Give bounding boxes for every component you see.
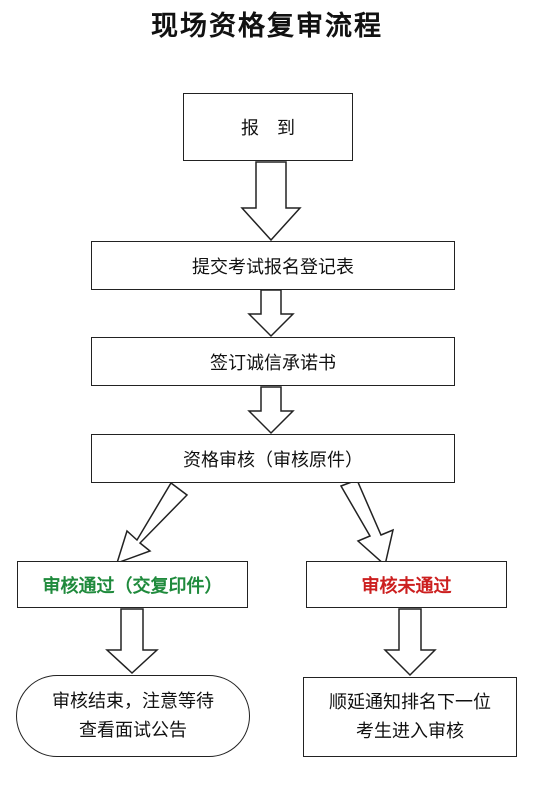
step-register: 报 到 xyxy=(183,93,353,161)
page-title: 现场资格复审流程 xyxy=(151,11,383,42)
arrow-down-3 xyxy=(247,386,295,435)
step-pass-label: 审核通过（交复印件） xyxy=(42,575,223,597)
step-review: 资格审核（审核原件） xyxy=(91,434,455,483)
step-fail: 审核未通过 xyxy=(306,561,507,608)
step-sign-pledge-label: 签订诚信承诺书 xyxy=(210,352,336,374)
arrow-down-2 xyxy=(247,289,295,338)
outcome-next: 顺延通知排名下一位 考生进入审核 xyxy=(303,677,517,757)
step-register-label: 报 到 xyxy=(241,118,295,139)
outcome-end: 审核结束，注意等待 查看面试公告 xyxy=(16,675,250,757)
step-sign-pledge: 签订诚信承诺书 xyxy=(91,337,455,386)
step-submit-form: 提交考试报名登记表 xyxy=(91,241,455,290)
outcome-end-line1: 审核结束，注意等待 xyxy=(52,691,214,712)
arrow-diag-left xyxy=(115,481,189,565)
arrow-down-pass xyxy=(105,608,159,675)
arrow-diag-right xyxy=(339,479,395,567)
step-fail-label: 审核未通过 xyxy=(361,575,452,597)
outcome-next-line1: 顺延通知排名下一位 xyxy=(329,692,491,713)
step-submit-form-label: 提交考试报名登记表 xyxy=(192,256,354,278)
outcome-end-line2: 查看面试公告 xyxy=(79,720,187,741)
arrow-down-1 xyxy=(240,161,302,242)
outcome-next-line2: 考生进入审核 xyxy=(356,721,464,742)
arrow-down-fail xyxy=(383,608,437,677)
step-review-label: 资格审核（审核原件） xyxy=(183,449,363,471)
step-pass: 审核通过（交复印件） xyxy=(17,561,248,608)
